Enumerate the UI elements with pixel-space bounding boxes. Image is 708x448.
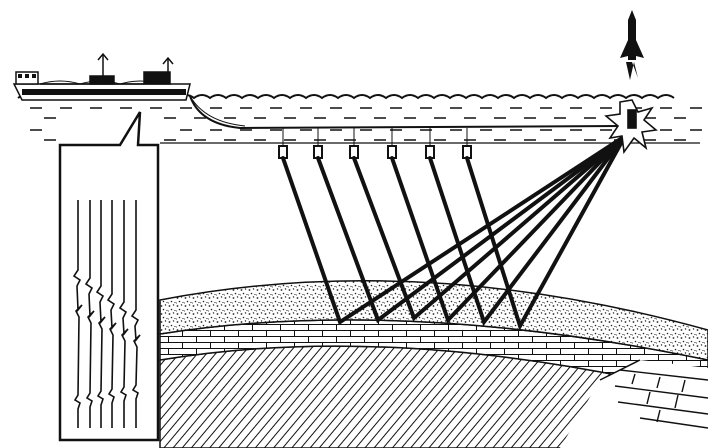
ray-path [352, 134, 627, 322]
sandstone-layer [159, 280, 708, 361]
ray-path [281, 134, 627, 326]
ray-path [316, 134, 627, 324]
hydrophone-streamer [189, 95, 621, 130]
seismogram-trace [106, 200, 117, 428]
ray-path [428, 134, 627, 327]
water-texture [30, 107, 702, 141]
seismogram-trace [95, 200, 106, 428]
seismogram-trace [130, 200, 141, 428]
ray-paths [281, 134, 627, 332]
geology [159, 280, 708, 448]
seismogram-record [58, 111, 160, 442]
seismogram-trace [118, 200, 129, 428]
rocket-icon [620, 10, 644, 80]
seismogram-trace [84, 200, 95, 428]
seismic-source [604, 10, 658, 155]
explosion-burst-icon [604, 99, 658, 155]
seismogram-trace [72, 200, 83, 428]
ray-path [465, 134, 627, 332]
survey-ship [12, 52, 191, 101]
ray-path [390, 134, 627, 324]
